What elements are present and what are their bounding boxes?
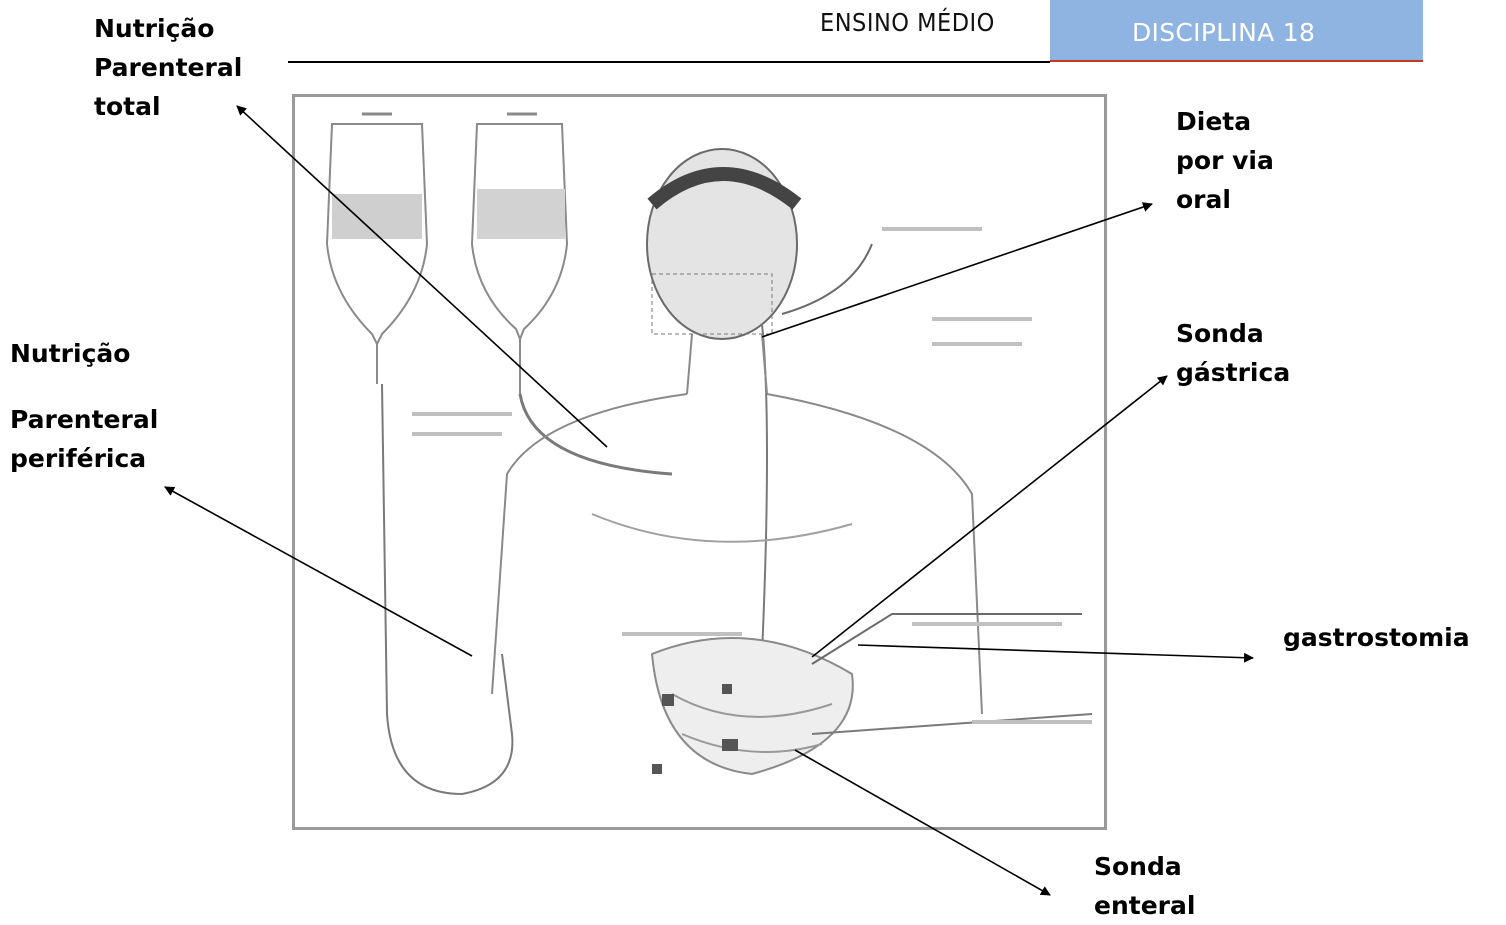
label-npp-line2: Parenteral: [10, 400, 158, 439]
label-oral-line3: oral: [1176, 180, 1274, 219]
label-gastrostomy: gastrostomia: [1283, 618, 1470, 657]
label-parenteral-total: Nutrição Parenteral total: [94, 9, 242, 126]
arrow-npt: [237, 106, 607, 447]
label-gastric-line2: gástrica: [1176, 353, 1290, 392]
arrow-oral: [762, 204, 1152, 337]
label-enteral-tube: Sonda enteral: [1094, 847, 1195, 925]
label-enteral-line1: Sonda: [1094, 847, 1195, 886]
label-enteral-line2: enteral: [1094, 886, 1195, 925]
label-gastric-line1: Sonda: [1176, 314, 1290, 353]
label-npp-line1: Nutrição: [10, 334, 158, 373]
label-npt-line3: total: [94, 87, 242, 126]
arrow-npp: [165, 487, 472, 656]
label-npt-line2: Parenteral: [94, 48, 242, 87]
label-oral-line2: por via: [1176, 141, 1274, 180]
label-oral-line1: Dieta: [1176, 102, 1274, 141]
label-gastric-tube: Sonda gástrica: [1176, 314, 1290, 392]
label-npp-line3: periférica: [10, 439, 158, 478]
arrow-gastrostomy: [858, 645, 1253, 658]
arrow-enteral: [795, 750, 1050, 895]
label-parenteral-peripheral: Nutrição Parenteral periférica: [10, 334, 158, 478]
arrow-gastric: [812, 376, 1167, 657]
label-oral-diet: Dieta por via oral: [1176, 102, 1274, 219]
label-npt-line1: Nutrição: [94, 9, 242, 48]
